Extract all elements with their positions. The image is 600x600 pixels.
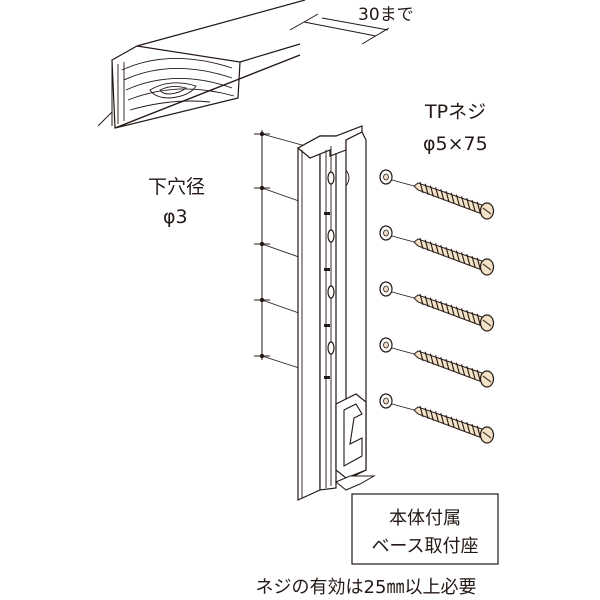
screw-group: [379, 169, 495, 444]
wood-beam: [97, 0, 306, 129]
beam-end-face: [111, 45, 241, 129]
screw: [379, 169, 495, 220]
screw: [379, 337, 495, 388]
base-seat-line2: ベース取付座: [371, 536, 478, 557]
screw-length-note: ネジの有効は25㎜以上必要: [256, 577, 477, 598]
wood-grain: [117, 58, 235, 124]
screw-size: φ5×75: [423, 133, 488, 155]
rail-inner-face: [319, 135, 337, 491]
screw: [379, 281, 495, 332]
screw: [379, 225, 495, 276]
rail-front-face: [297, 134, 321, 501]
screw-title: TPネジ: [424, 101, 486, 123]
screw: [379, 393, 495, 444]
pilot-hole-title: 下穴径: [148, 176, 205, 198]
bracket-rail: [296, 125, 376, 501]
pilot-hole-size: φ3: [163, 206, 188, 228]
depth-dimension: 30まで: [289, 5, 414, 45]
depth-label: 30まで: [358, 5, 414, 25]
base-seat-callout: 本体付属 ベース取付座: [351, 493, 499, 565]
base-seat-line1: 本体付属: [389, 508, 461, 529]
